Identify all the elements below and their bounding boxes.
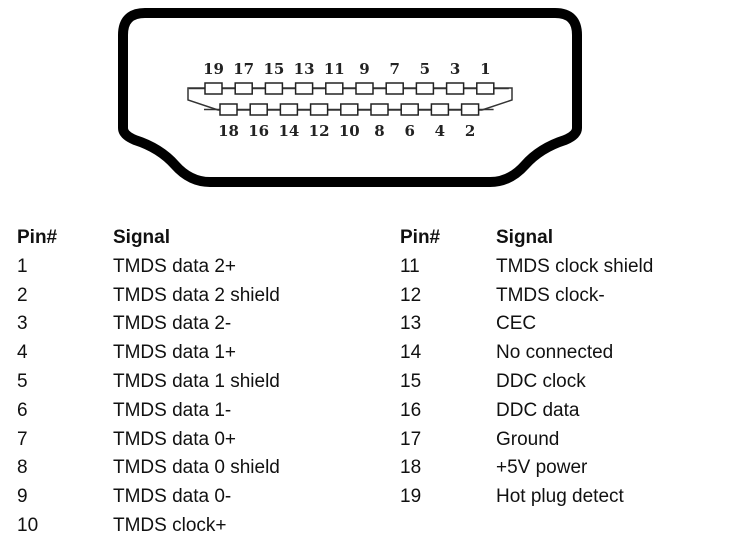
pin-contact (264, 82, 284, 95)
pin-contact (370, 103, 389, 116)
pin-label: 2 (465, 122, 475, 140)
pin-number: 15 (400, 370, 422, 392)
pin-label: 9 (359, 60, 369, 78)
pin-label: 16 (248, 122, 269, 140)
pin-label: 8 (374, 122, 384, 140)
pin-number: 19 (400, 486, 422, 508)
pin-label: 7 (389, 60, 399, 78)
pin-contact (325, 82, 344, 95)
pin-label: 14 (278, 122, 299, 140)
pin-label: 5 (420, 60, 430, 78)
hdmi-connector-diagram: 19 17 15 13 11 9 7 5 3 1 18 16 14 12 10 8 6 4 2 (118, 8, 582, 187)
signal-name: TMDS data 2 shield (113, 284, 280, 306)
pin-number: 3 (17, 313, 28, 335)
pin-contact (476, 82, 495, 95)
pin-contact (279, 103, 299, 116)
signal-name: TMDS data 2+ (113, 255, 237, 277)
pin-number: 17 (400, 428, 422, 450)
signal-name: TMDS data 1+ (113, 342, 237, 364)
pin-number: 9 (17, 486, 28, 508)
pin-contact (294, 82, 314, 95)
pin-number: 1 (17, 255, 28, 277)
pin-number: 7 (17, 428, 28, 450)
pin-label: 11 (324, 60, 345, 78)
signal-name: CEC (496, 313, 537, 335)
signal-name: TMDS clock shield (496, 255, 654, 277)
pin-contact (460, 103, 480, 116)
signal-name: Hot plug detect (496, 486, 624, 508)
pin-label: 18 (218, 122, 239, 140)
pin-number: 2 (17, 284, 28, 306)
pin-contact (219, 103, 238, 116)
pin-label: 12 (309, 122, 330, 140)
signal-name: DDC clock (496, 370, 586, 392)
pin-number: 10 (17, 514, 39, 536)
pin-contact (309, 103, 329, 116)
pin-label: 13 (294, 60, 315, 78)
signal-name: No connected (496, 342, 614, 364)
pin-contact (430, 103, 450, 116)
signal-name: TMDS data 0- (113, 486, 232, 508)
signal-name: +5V power (496, 457, 588, 479)
connector-outline (118, 8, 582, 187)
pin-number: 5 (17, 370, 28, 392)
pin-column-right: Pin# 11 12 13 14 15 16 17 18 19 (400, 224, 440, 512)
pin-contact (234, 82, 253, 95)
pin-label: 1 (480, 60, 490, 78)
pin-header: Pin# (17, 227, 58, 248)
pin-contact (340, 103, 359, 116)
pin-contact (415, 82, 435, 95)
pin-label: 4 (435, 122, 445, 140)
pin-number: 13 (400, 313, 422, 335)
signal-name: TMDS data 2- (113, 313, 232, 335)
pin-label: 19 (203, 60, 224, 78)
pin-contact (204, 82, 223, 95)
pin-column-left: Pin# 1 2 3 4 5 6 7 8 9 10 (17, 224, 57, 541)
pin-label: 3 (450, 60, 460, 78)
signal-header: Signal (496, 227, 554, 248)
pin-label: 10 (339, 122, 360, 140)
pin-number: 12 (400, 284, 422, 306)
pin-number: 14 (400, 342, 422, 364)
signal-name: DDC data (496, 399, 580, 421)
pin-contact (445, 82, 465, 95)
signal-name: TMDS data 1 shield (113, 370, 280, 392)
pin-number: 4 (17, 342, 28, 364)
pin-label: 17 (233, 60, 254, 78)
pin-number: 6 (17, 399, 28, 421)
pin-header: Pin# (400, 227, 441, 248)
pin-number: 8 (17, 457, 28, 479)
pin-number: 11 (400, 255, 420, 277)
pin-number: 16 (400, 399, 422, 421)
signal-header: Signal (113, 227, 171, 248)
signal-name: TMDS data 1- (113, 399, 232, 421)
pin-contact (400, 103, 419, 116)
signal-name: Ground (496, 428, 560, 450)
signal-name: TMDS clock- (496, 284, 605, 306)
signal-name: TMDS data 0+ (113, 428, 237, 450)
signal-name: TMDS data 0 shield (113, 457, 280, 479)
signal-name: TMDS clock+ (113, 514, 227, 536)
pin-contact (385, 82, 404, 95)
pin-contact (249, 103, 268, 116)
pin-contact (355, 82, 374, 95)
pin-label: 15 (263, 60, 284, 78)
pin-label: 6 (404, 122, 414, 140)
pin-number: 18 (400, 457, 422, 479)
